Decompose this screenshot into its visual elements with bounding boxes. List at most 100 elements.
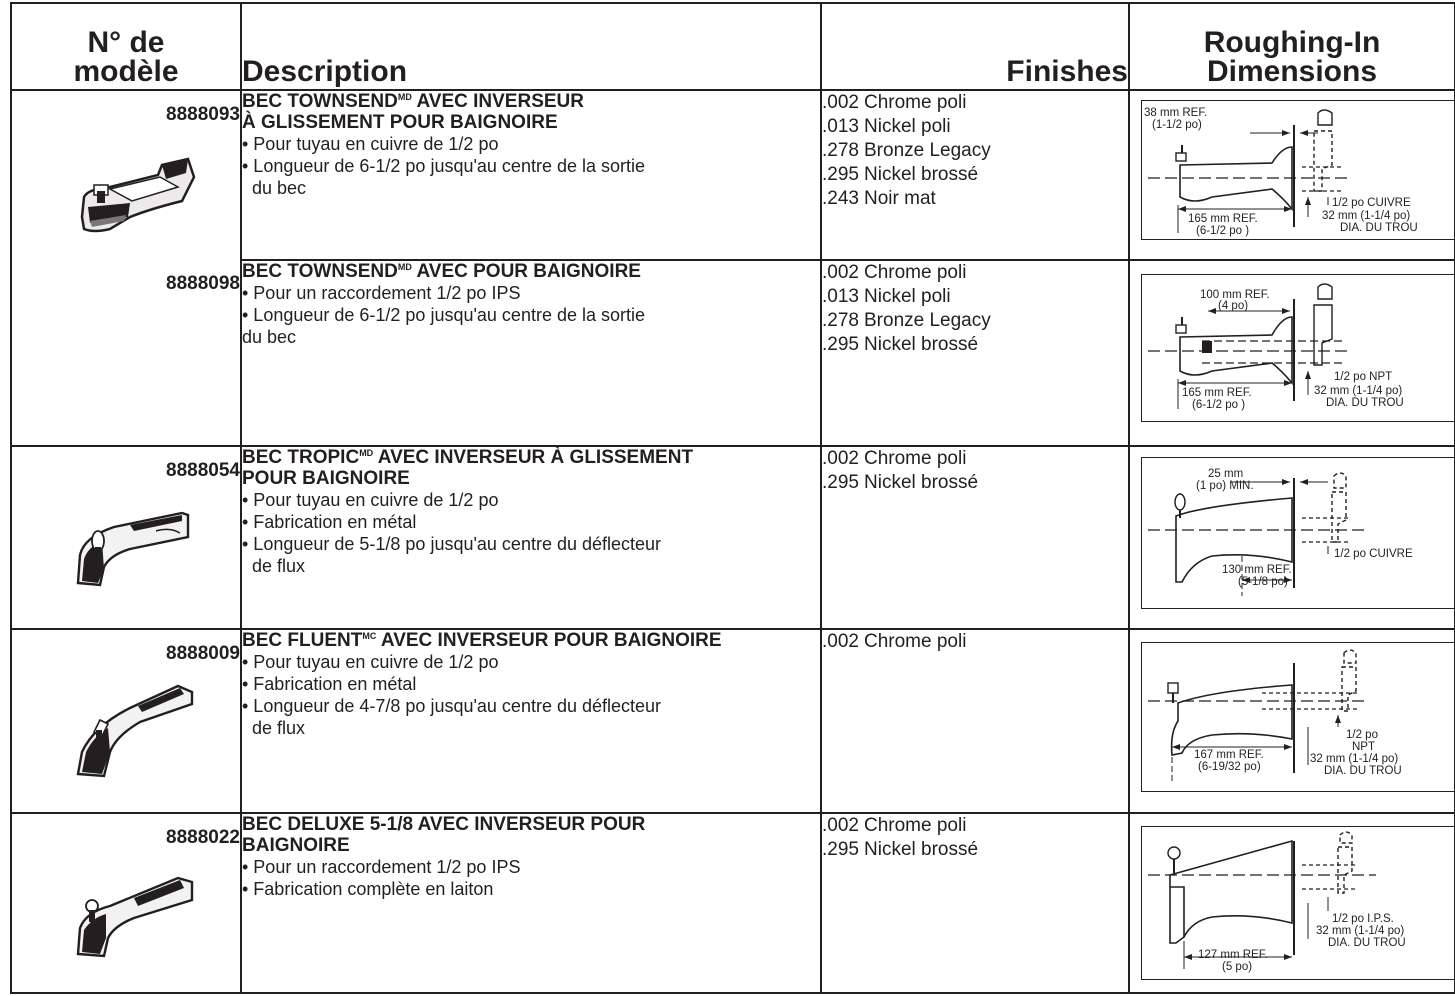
title-text: BEC DELUXE 5-1/8 AVEC INVERSEUR POUR [242,814,646,835]
dimension-label: DIA. DU TROU [1340,222,1418,234]
title-text-rest: AVEC POUR BAIGNOIRE [411,261,641,282]
list-item: de flux [242,556,306,576]
finish-name: Nickel brossé [864,472,979,493]
product-title: BEC TOWNSENDMD AVEC POUR BAIGNOIRE [242,261,820,282]
finish-code: .002 [822,92,859,113]
model-number: 8888009 [166,643,240,664]
title-text: BEC TOWNSEND [242,261,398,282]
finish-name: Nickel poli [864,116,951,137]
finish-name: Chrome poli [864,262,967,283]
header-model-line1: N° de [87,26,165,59]
header-description: Description [240,2,822,91]
finish-name: Chrome poli [864,631,967,652]
table-row: 8888009 BEC FLUENTMC AVEC INVERSEUR POUR… [10,628,1455,814]
finish-code: .002 [822,262,859,283]
list-item: • Pour un raccordement 1/2 po IPS [242,857,521,877]
feature-list: • Pour tuyau en cuivre de 1/2 po • Longu… [242,133,820,199]
dimension-label: 1/2 po CUIVRE [1334,548,1413,560]
dimension-label: (1 po) MIN. [1196,480,1254,492]
dimension-label: (6-1/2 po ) [1196,225,1250,237]
dimension-label: 100 mm REF. [1200,289,1270,301]
dimension-label: 32 mm (1-1/4 po) [1310,753,1399,765]
title-text: BEC TOWNSEND [242,91,398,112]
dimensions-cell: 167 mm REF. (6-19/32 po) 1/2 po NPT 32 m… [1128,628,1455,814]
list-item: • Longueur de 5-1/8 po jusqu'au centre d… [242,534,662,554]
table-row: 8888022 BEC DELUXE 5-1/8 AVEC INVERSEUR … [10,812,1455,994]
dimensions-cell: 25 mm (1 po) MIN. 130 mm REF. (5-1/8 po)… [1128,445,1455,630]
list-item: du bec [242,178,307,198]
model-number: 8888054 [166,460,240,481]
finish-code: .295 [822,839,859,860]
dimension-label: 165 mm REF. [1182,387,1252,399]
roughing-drawing [1148,649,1368,781]
roughing-diagram: 25 mm (1 po) MIN. 130 mm REF. (5-1/8 po)… [1141,457,1455,609]
spout-image-fluent [76,684,194,778]
model-number: 8888093 [166,104,240,125]
finish-code: .002 [822,815,859,836]
dimension-label: (6-1/2 po ) [1192,399,1246,411]
description-cell: BEC TROPICMD AVEC INVERSEUR À GLISSEMENT… [240,445,822,630]
model-number: 8888098 [166,273,240,294]
spout-image-tropic [76,511,190,587]
list-item: • Pour un raccordement 1/2 po IPS [242,283,521,303]
model-cell: 8888009 [10,628,242,814]
roughing-drawing [1148,109,1352,233]
spout-image-deluxe [76,876,194,958]
finish-code: .295 [822,334,859,355]
dimension-label: 127 mm REF. [1198,949,1268,961]
dimension-label: 25 mm [1208,468,1244,480]
finish-code: .002 [822,448,859,469]
list-item: • Fabrication en métal [242,512,417,532]
finish-code: .278 [822,140,859,161]
roughing-diagram: 100 mm REF. (4 po) 165 mm REF. (6-1/2 po… [1141,274,1455,422]
product-title: BEC FLUENTMC AVEC INVERSEUR POUR BAIGNOI… [242,630,820,651]
table-row: 8888054 BEC TROPICMD AVEC INVERSEUR À GL… [10,445,1455,630]
title-text: BEC FLUENT [242,630,363,651]
model-number: 8888022 [166,827,240,848]
description-cell: BEC TOWNSENDMD AVEC POUR BAIGNOIRE • Pou… [240,259,822,447]
roughing-drawing [1148,472,1364,596]
finish-code: .295 [822,164,859,185]
trademark-mark: MD [359,448,374,458]
dimension-label: 1/2 po [1346,729,1378,741]
title-line2: POUR BAIGNOIRE [242,468,410,489]
model-cell: 8888093 [10,89,242,260]
finish-code: .013 [822,116,859,137]
finish-code: .295 [822,472,859,493]
dimension-label: 32 mm (1-1/4 po) [1316,925,1405,937]
header-model-line2: modèle [73,55,179,88]
list-item: • Longueur de 6-1/2 po jusqu'au centre d… [242,305,646,325]
finish-code: .013 [822,286,859,307]
title-line2: BAIGNOIRE [242,835,350,856]
dimension-label: 38 mm REF. [1144,107,1208,119]
finish-name: Nickel brossé [864,839,979,860]
list-item: • Pour tuyau en cuivre de 1/2 po [242,490,499,510]
trademark-mark: MC [362,631,377,641]
roughing-diagram: 167 mm REF. (6-19/32 po) 1/2 po NPT 32 m… [1141,642,1455,792]
dimension-label: DIA. DU TROU [1324,765,1402,777]
dimension-label: 32 mm (1-1/4 po) [1322,210,1411,222]
title-text: BEC TROPIC [242,447,360,468]
dimension-label: 165 mm REF. [1188,213,1258,225]
title-line2: À GLISSEMENT POUR BAIGNOIRE [242,112,558,133]
table-row: 8888098 BEC TOWNSENDMD AVEC POUR BAIGNOI… [10,259,1455,447]
model-cell: 8888054 [10,445,242,630]
finish-code: .278 [822,310,859,331]
list-item: • Fabrication complète en laiton [242,879,494,899]
header-finishes: Finishes [820,2,1130,91]
dimension-label: (4 po) [1218,300,1249,312]
list-item: de flux [242,718,306,738]
